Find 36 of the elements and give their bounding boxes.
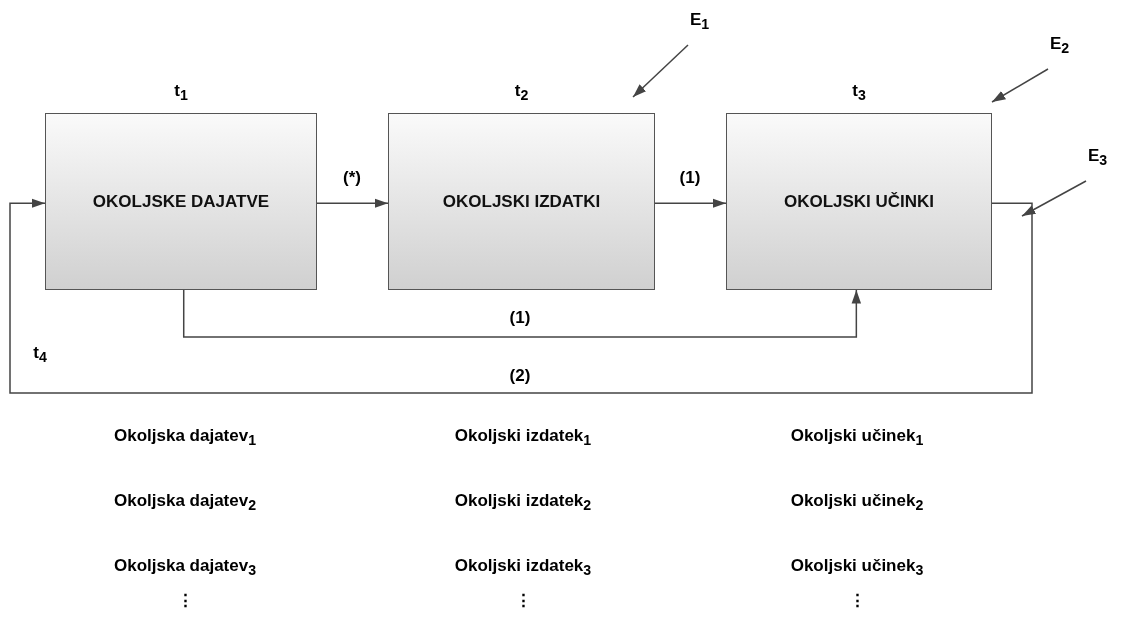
list-item: Okoljski izdatek$_{1}$: [454, 426, 592, 449]
edge-label: (*): [341, 168, 363, 188]
factor-label: E$_{1}$: [690, 10, 710, 33]
process-box: [45, 113, 317, 290]
arrow: [654, 198, 727, 208]
arrow: [991, 68, 1049, 103]
process-box: [388, 113, 655, 290]
list-item: Okoljski izdatek$_{3}$: [454, 556, 592, 579]
arrow: [316, 198, 389, 208]
list-item: Okoljski izdatek$_{2}$: [454, 491, 592, 514]
ellipsis-mark: ⋮: [848, 590, 866, 611]
time-label: t$_{4}$: [33, 343, 47, 366]
time-label: t$_{1}$: [174, 81, 188, 104]
factor-label: E$_{3}$: [1088, 146, 1108, 169]
arrow: [1021, 180, 1087, 217]
list-item: Okoljska dajatev$_{3}$: [113, 556, 257, 579]
factor-label: E$_{2}$: [1050, 34, 1070, 57]
box-title: OKOLJSKI UČINKI: [783, 191, 935, 212]
box-title: OKOLJSKI IZDATKI: [442, 191, 601, 212]
process-box: [726, 113, 992, 290]
arrow: [9, 198, 1033, 394]
list-item: Okoljska dajatev$_{1}$: [113, 426, 257, 449]
list-item: Okoljski učinek$_{3}$: [790, 556, 924, 579]
edge-label: (1): [677, 168, 703, 188]
arrow: [632, 44, 689, 98]
edge-label: (1): [507, 308, 533, 328]
arrow: [182, 289, 862, 338]
list-item: Okoljski učinek$_{1}$: [790, 426, 924, 449]
edge-label: (2): [507, 366, 533, 386]
ellipsis-mark: ⋮: [514, 590, 532, 611]
list-item: Okoljska dajatev$_{2}$: [113, 491, 257, 514]
ellipsis-mark: ⋮: [176, 590, 194, 611]
time-label: t$_{2}$: [514, 81, 529, 104]
list-item: Okoljski učinek$_{2}$: [790, 491, 924, 514]
box-title: OKOLJSKE DAJATVE: [92, 191, 270, 212]
time-label: t$_{3}$: [852, 81, 866, 104]
